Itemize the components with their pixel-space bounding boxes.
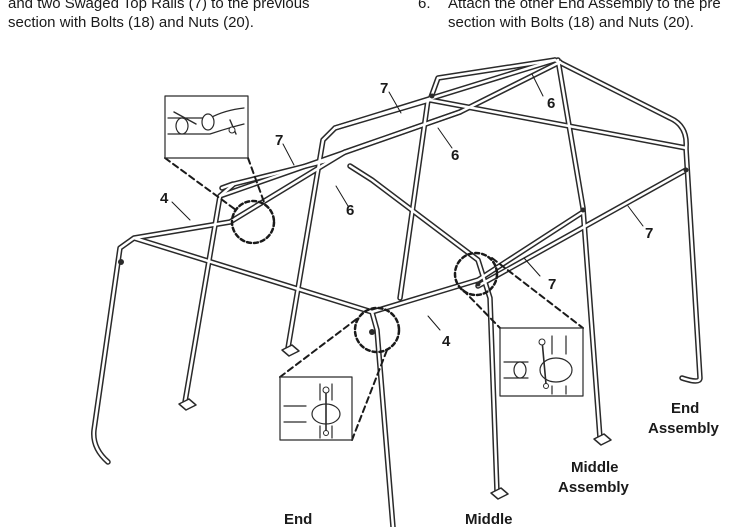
detail-inset-right — [499, 327, 584, 397]
callout-rail-4: 4 — [160, 190, 169, 207]
callout-rail-7: 7 — [645, 225, 653, 242]
callout-rail-7: 7 — [380, 80, 388, 97]
label-end-assembly-bottom: End — [284, 511, 312, 527]
label-end-assembly: End — [671, 400, 699, 417]
joint-markers — [118, 93, 689, 335]
callout-leaders — [171, 73, 644, 331]
label-middle-assembly: Middle — [571, 459, 619, 476]
label-middle-assembly-bottom: Middle — [465, 511, 513, 527]
instruction-line: Attach the other End Assembly to the pre — [448, 0, 721, 12]
callout-rail-6: 6 — [346, 202, 354, 219]
foot-plates — [178, 344, 612, 500]
step-instructions-right: 6. Attach the other End Assembly to the p… — [418, 0, 721, 32]
detail-circles — [230, 199, 499, 354]
label-middle-assembly: Assembly — [558, 479, 630, 496]
step-instructions-left: and two Swaged Top Rails (7) to the prev… — [8, 0, 310, 32]
callout-rail-6: 6 — [547, 95, 555, 112]
detail-inset-bottom-left — [279, 376, 353, 441]
instruction-line: and two Swaged Top Rails (7) to the prev… — [8, 0, 310, 12]
detail-leader-lines — [164, 157, 584, 441]
instruction-line: section with Bolts (18) and Nuts (20). — [8, 14, 254, 31]
callout-rail-4: 4 — [442, 333, 451, 350]
callout-rail-7: 7 — [275, 132, 283, 149]
detail-inset-top-left — [164, 95, 249, 159]
callout-rail-7: 7 — [548, 276, 556, 293]
callout-rail-6: 6 — [451, 147, 459, 164]
step-number: 6. — [418, 0, 431, 12]
label-end-assembly: Assembly — [648, 420, 720, 437]
frame-tube-highlights — [92, 58, 702, 527]
instruction-line: section with Bolts (18) and Nuts (20). — [448, 14, 694, 31]
